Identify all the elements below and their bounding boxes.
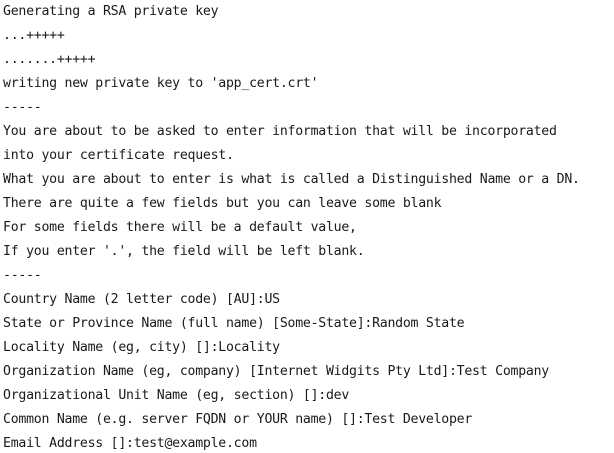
- prompt-country-name: Country Name (2 letter code) [AU]:US: [3, 292, 280, 307]
- prompt-email-address: Email Address []:test@example.com: [3, 436, 257, 451]
- output-line-info-5: For some fields there will be a default …: [3, 220, 357, 235]
- output-line-info-4: There are quite a few fields but you can…: [3, 196, 442, 211]
- output-line-separator-1: -----: [3, 100, 42, 115]
- output-line-info-1: You are about to be asked to enter infor…: [3, 124, 557, 139]
- prompt-common-name: Common Name (e.g. server FQDN or YOUR na…: [3, 412, 473, 427]
- prompt-organizational-unit: Organizational Unit Name (eg, section) […: [3, 388, 350, 403]
- output-line-info-6: If you enter '.', the field will be left…: [3, 244, 365, 259]
- output-line-writing-key: writing new private key to 'app_cert.crt…: [3, 76, 319, 91]
- output-line-progress-2: .......+++++: [3, 52, 96, 67]
- output-line-info-3: What you are about to enter is what is c…: [3, 172, 580, 187]
- output-line-info-2: into your certificate request.: [3, 148, 234, 163]
- output-line-generating-key: Generating a RSA private key: [3, 4, 219, 19]
- output-line-separator-2: -----: [3, 268, 42, 283]
- output-line-progress-1: ...+++++: [3, 28, 65, 43]
- prompt-organization-name: Organization Name (eg, company) [Interne…: [3, 364, 549, 379]
- prompt-locality-name: Locality Name (eg, city) []:Locality: [3, 340, 280, 355]
- prompt-state-name: State or Province Name (full name) [Some…: [3, 316, 465, 331]
